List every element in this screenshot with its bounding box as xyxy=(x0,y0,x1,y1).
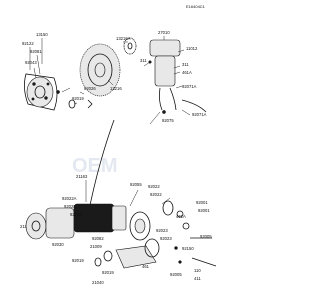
starter-motor-drawing xyxy=(25,200,217,269)
watermark-text: OEM xyxy=(72,155,118,177)
label-11012: 11012 xyxy=(186,46,198,51)
label-13216a: 13216A xyxy=(116,36,131,41)
label-461c: 461 xyxy=(142,264,150,269)
label-461a: 461A xyxy=(182,70,192,75)
label-92075: 92075 xyxy=(162,118,174,123)
label-110: 110 xyxy=(194,268,201,273)
label-92082: 92082 xyxy=(92,236,104,241)
label-92071b: 92071A xyxy=(192,112,207,117)
label-311b: 311 xyxy=(182,62,189,67)
label-92019c: 92019 xyxy=(102,270,114,275)
label-92019a: 92019 xyxy=(72,96,84,101)
label-411: 411 xyxy=(194,276,201,281)
leader-lines xyxy=(29,36,191,207)
label-92043: 92043 xyxy=(25,60,37,65)
label-92019b: 92019 xyxy=(72,258,84,263)
label-92023b: 92023 xyxy=(156,228,168,233)
label-21040: 21040 xyxy=(92,280,104,285)
starter-clutch-drawing xyxy=(24,73,76,111)
label-92022c: 92022A xyxy=(62,196,77,201)
starter-gear-drawing xyxy=(79,37,137,109)
label-92022b: 92022 xyxy=(150,192,162,197)
part-labels: 13150 92122 92081 92043 92019 92026 1321… xyxy=(20,30,212,285)
label-21163: 21163 xyxy=(76,174,88,179)
label-92055: 92055 xyxy=(130,182,142,187)
label-92001b: 92001 xyxy=(198,208,210,213)
label-92026: 92026 xyxy=(84,86,96,91)
label-13216: 13216 xyxy=(110,86,122,91)
label-92005: 92005 xyxy=(170,272,182,277)
label-92030: 92030 xyxy=(52,242,64,247)
label-461b: 461A xyxy=(176,214,186,219)
diagram-code: E16404C1 xyxy=(186,4,206,9)
label-92025: 92025 xyxy=(64,204,76,209)
label-27010: 27010 xyxy=(158,30,170,35)
label-92150: 92150 xyxy=(182,246,194,251)
label-92023a: 92023 xyxy=(70,212,82,217)
label-92071a: 92071A xyxy=(182,84,197,89)
starter-relay-drawing xyxy=(143,39,207,114)
label-311a: 311 xyxy=(140,58,147,63)
label-92005b: 92005 xyxy=(200,234,212,239)
label-92081: 92081 xyxy=(30,49,42,54)
parts-diagram: OEM E16404C1 xyxy=(20,4,217,285)
label-92023c: 92023 xyxy=(160,236,172,241)
label-13150: 13150 xyxy=(36,32,48,37)
label-92022a: 92022 xyxy=(148,184,160,189)
label-92001a: 92001 xyxy=(196,200,208,205)
label-21009: 21009 xyxy=(90,244,102,249)
label-211: 211 xyxy=(20,224,27,229)
label-92122: 92122 xyxy=(22,41,34,46)
